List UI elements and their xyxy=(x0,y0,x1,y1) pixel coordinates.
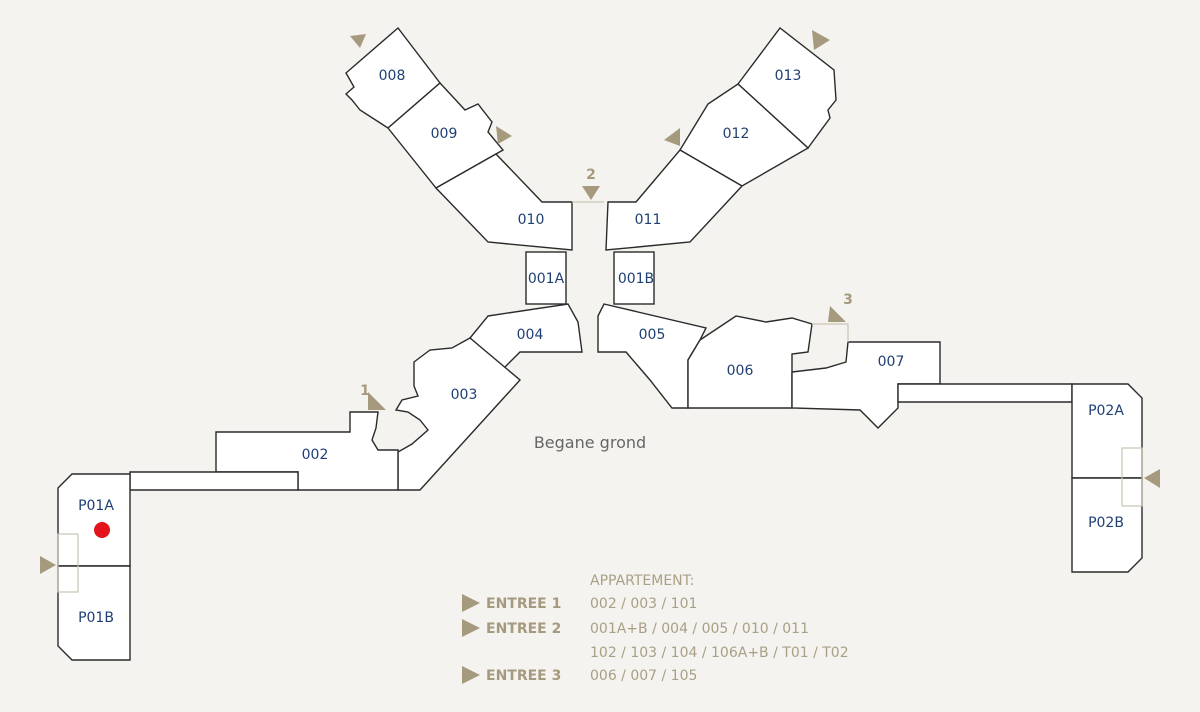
legend-entree-2-units-line2: 102 / 103 / 104 / 106A+B / T01 / T02 xyxy=(590,645,849,661)
unit-P01B[interactable] xyxy=(57,565,131,661)
unit-006[interactable] xyxy=(687,315,813,409)
entrance-niche-left xyxy=(57,533,79,593)
entrance-arrow-1 xyxy=(368,392,386,410)
legend-arrow-entree-1 xyxy=(462,594,480,612)
unit-P01A[interactable] xyxy=(57,473,131,567)
legend-heading: APPARTEMENT: xyxy=(590,573,694,589)
legend-entree-2-name: ENTREE 2 xyxy=(486,621,561,637)
legend-arrow-entree-3 xyxy=(462,666,480,684)
unit-001A[interactable] xyxy=(525,251,567,305)
entrance-number-3: 3 xyxy=(843,292,853,308)
legend-entree-1-name: ENTREE 1 xyxy=(486,596,561,612)
entrance-arrow-2 xyxy=(582,186,600,200)
legend-entree-3-units: 006 / 007 / 105 xyxy=(590,668,697,684)
entrance-arrow-013 xyxy=(812,30,830,50)
entrance-arrow-012 xyxy=(664,128,680,146)
entrance-niche-right xyxy=(1121,447,1143,507)
entrance-number-1: 1 xyxy=(360,383,370,399)
entrance-number-2: 2 xyxy=(586,167,596,183)
entrance-arrow-right xyxy=(1144,469,1160,488)
unit-003[interactable] xyxy=(394,337,522,491)
entrance-arrow-008 xyxy=(350,34,366,48)
unit-P02A[interactable] xyxy=(1071,383,1143,479)
floor-label: Begane grond xyxy=(534,433,646,452)
corridor-left xyxy=(129,471,299,491)
legend-entree-2-units: 001A+B / 004 / 005 / 010 / 011 xyxy=(590,621,809,637)
legend-entree-3-name: ENTREE 3 xyxy=(486,668,561,684)
entrance-arrow-009 xyxy=(496,126,512,144)
current-location-marker xyxy=(94,522,110,538)
legend-entree-1-units: 002 / 003 / 101 xyxy=(590,596,697,612)
corridor-right xyxy=(897,383,1073,403)
unit-001B[interactable] xyxy=(613,251,655,305)
unit-011[interactable] xyxy=(605,149,744,251)
legend: APPARTEMENT: ENTREE 1 002 / 003 / 101 EN… xyxy=(462,573,849,684)
entrance-arrow-left xyxy=(40,556,56,574)
entrance-arrow-3 xyxy=(828,306,846,322)
unit-P02B[interactable] xyxy=(1071,477,1143,573)
legend-arrow-entree-2 xyxy=(462,619,480,637)
unit-013[interactable] xyxy=(737,27,837,150)
